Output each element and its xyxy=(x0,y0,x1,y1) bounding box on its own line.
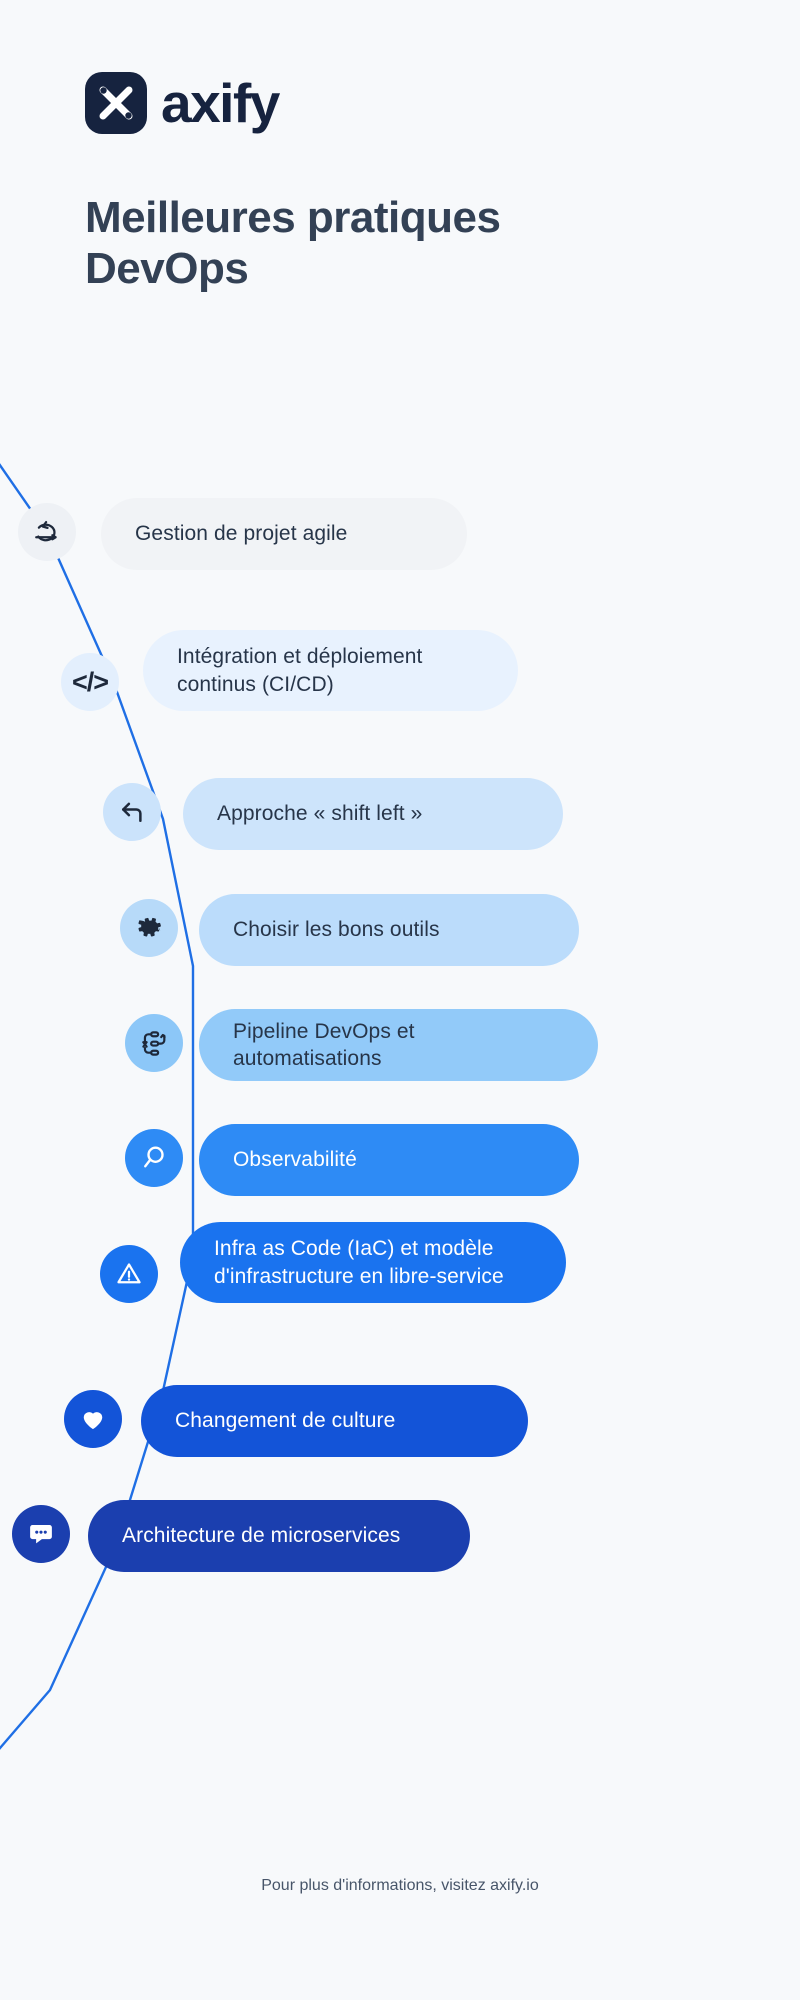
timeline-label-5: Pipeline DevOps et automatisations xyxy=(233,1019,415,1070)
timeline-pill-8[interactable]: Changement de culture xyxy=(141,1385,528,1457)
timeline-label-4: Choisir les bons outils xyxy=(233,918,440,942)
timeline-pill-6[interactable]: Observabilité xyxy=(199,1124,579,1196)
axify-x-mark-icon xyxy=(85,72,147,134)
timeline-icon-3-arrow-turn-left[interactable] xyxy=(103,783,161,841)
timeline-pill-5[interactable]: Pipeline DevOps et automatisations xyxy=(199,1009,598,1081)
timeline-icon-7-warning-triangle[interactable] xyxy=(100,1245,158,1303)
footer-note: Pour plus d'informations, visitez axify.… xyxy=(261,1877,539,1894)
timeline-icon-5-pipeline[interactable] xyxy=(125,1014,183,1072)
brand-name: axify xyxy=(161,71,280,134)
brand-logo[interactable]: axify xyxy=(85,71,280,134)
code-glyph-label: </> xyxy=(71,666,109,697)
timeline-label-8: Changement de culture xyxy=(175,1409,396,1433)
page-title: Meilleures pratiques DevOps xyxy=(85,193,501,294)
timeline-pill-4[interactable]: Choisir les bons outils xyxy=(199,894,579,966)
timeline-pill-1[interactable]: Gestion de projet agile xyxy=(101,498,467,570)
timeline-label-6: Observabilité xyxy=(233,1148,357,1172)
timeline-pill-2[interactable]: Intégration et déploiement continus (CI/… xyxy=(143,630,518,711)
timeline-pill-9[interactable]: Architecture de microservices xyxy=(88,1500,470,1572)
timeline-icon-9-chat-bubble[interactable] xyxy=(12,1505,70,1563)
timeline-label-1: Gestion de projet agile xyxy=(135,522,348,546)
timeline-label-7: Infra as Code (IaC) et modèle d'infrastr… xyxy=(214,1237,504,1288)
timeline-pill-7[interactable]: Infra as Code (IaC) et modèle d'infrastr… xyxy=(180,1222,566,1303)
timeline-pill-3[interactable]: Approche « shift left » xyxy=(183,778,563,850)
timeline-label-3: Approche « shift left » xyxy=(217,802,423,826)
timeline-icon-4-gear[interactable] xyxy=(120,899,178,957)
timeline-icon-8-heart[interactable] xyxy=(64,1390,122,1448)
timeline-icon-2-code[interactable]: </> xyxy=(61,653,119,711)
timeline-icon-1-rotate-arrow[interactable] xyxy=(18,503,76,561)
timeline-icon-6-magnifier[interactable] xyxy=(125,1129,183,1187)
timeline-label-9: Architecture de microservices xyxy=(122,1524,401,1548)
timeline-label-2: Intégration et déploiement continus (CI/… xyxy=(177,645,423,696)
